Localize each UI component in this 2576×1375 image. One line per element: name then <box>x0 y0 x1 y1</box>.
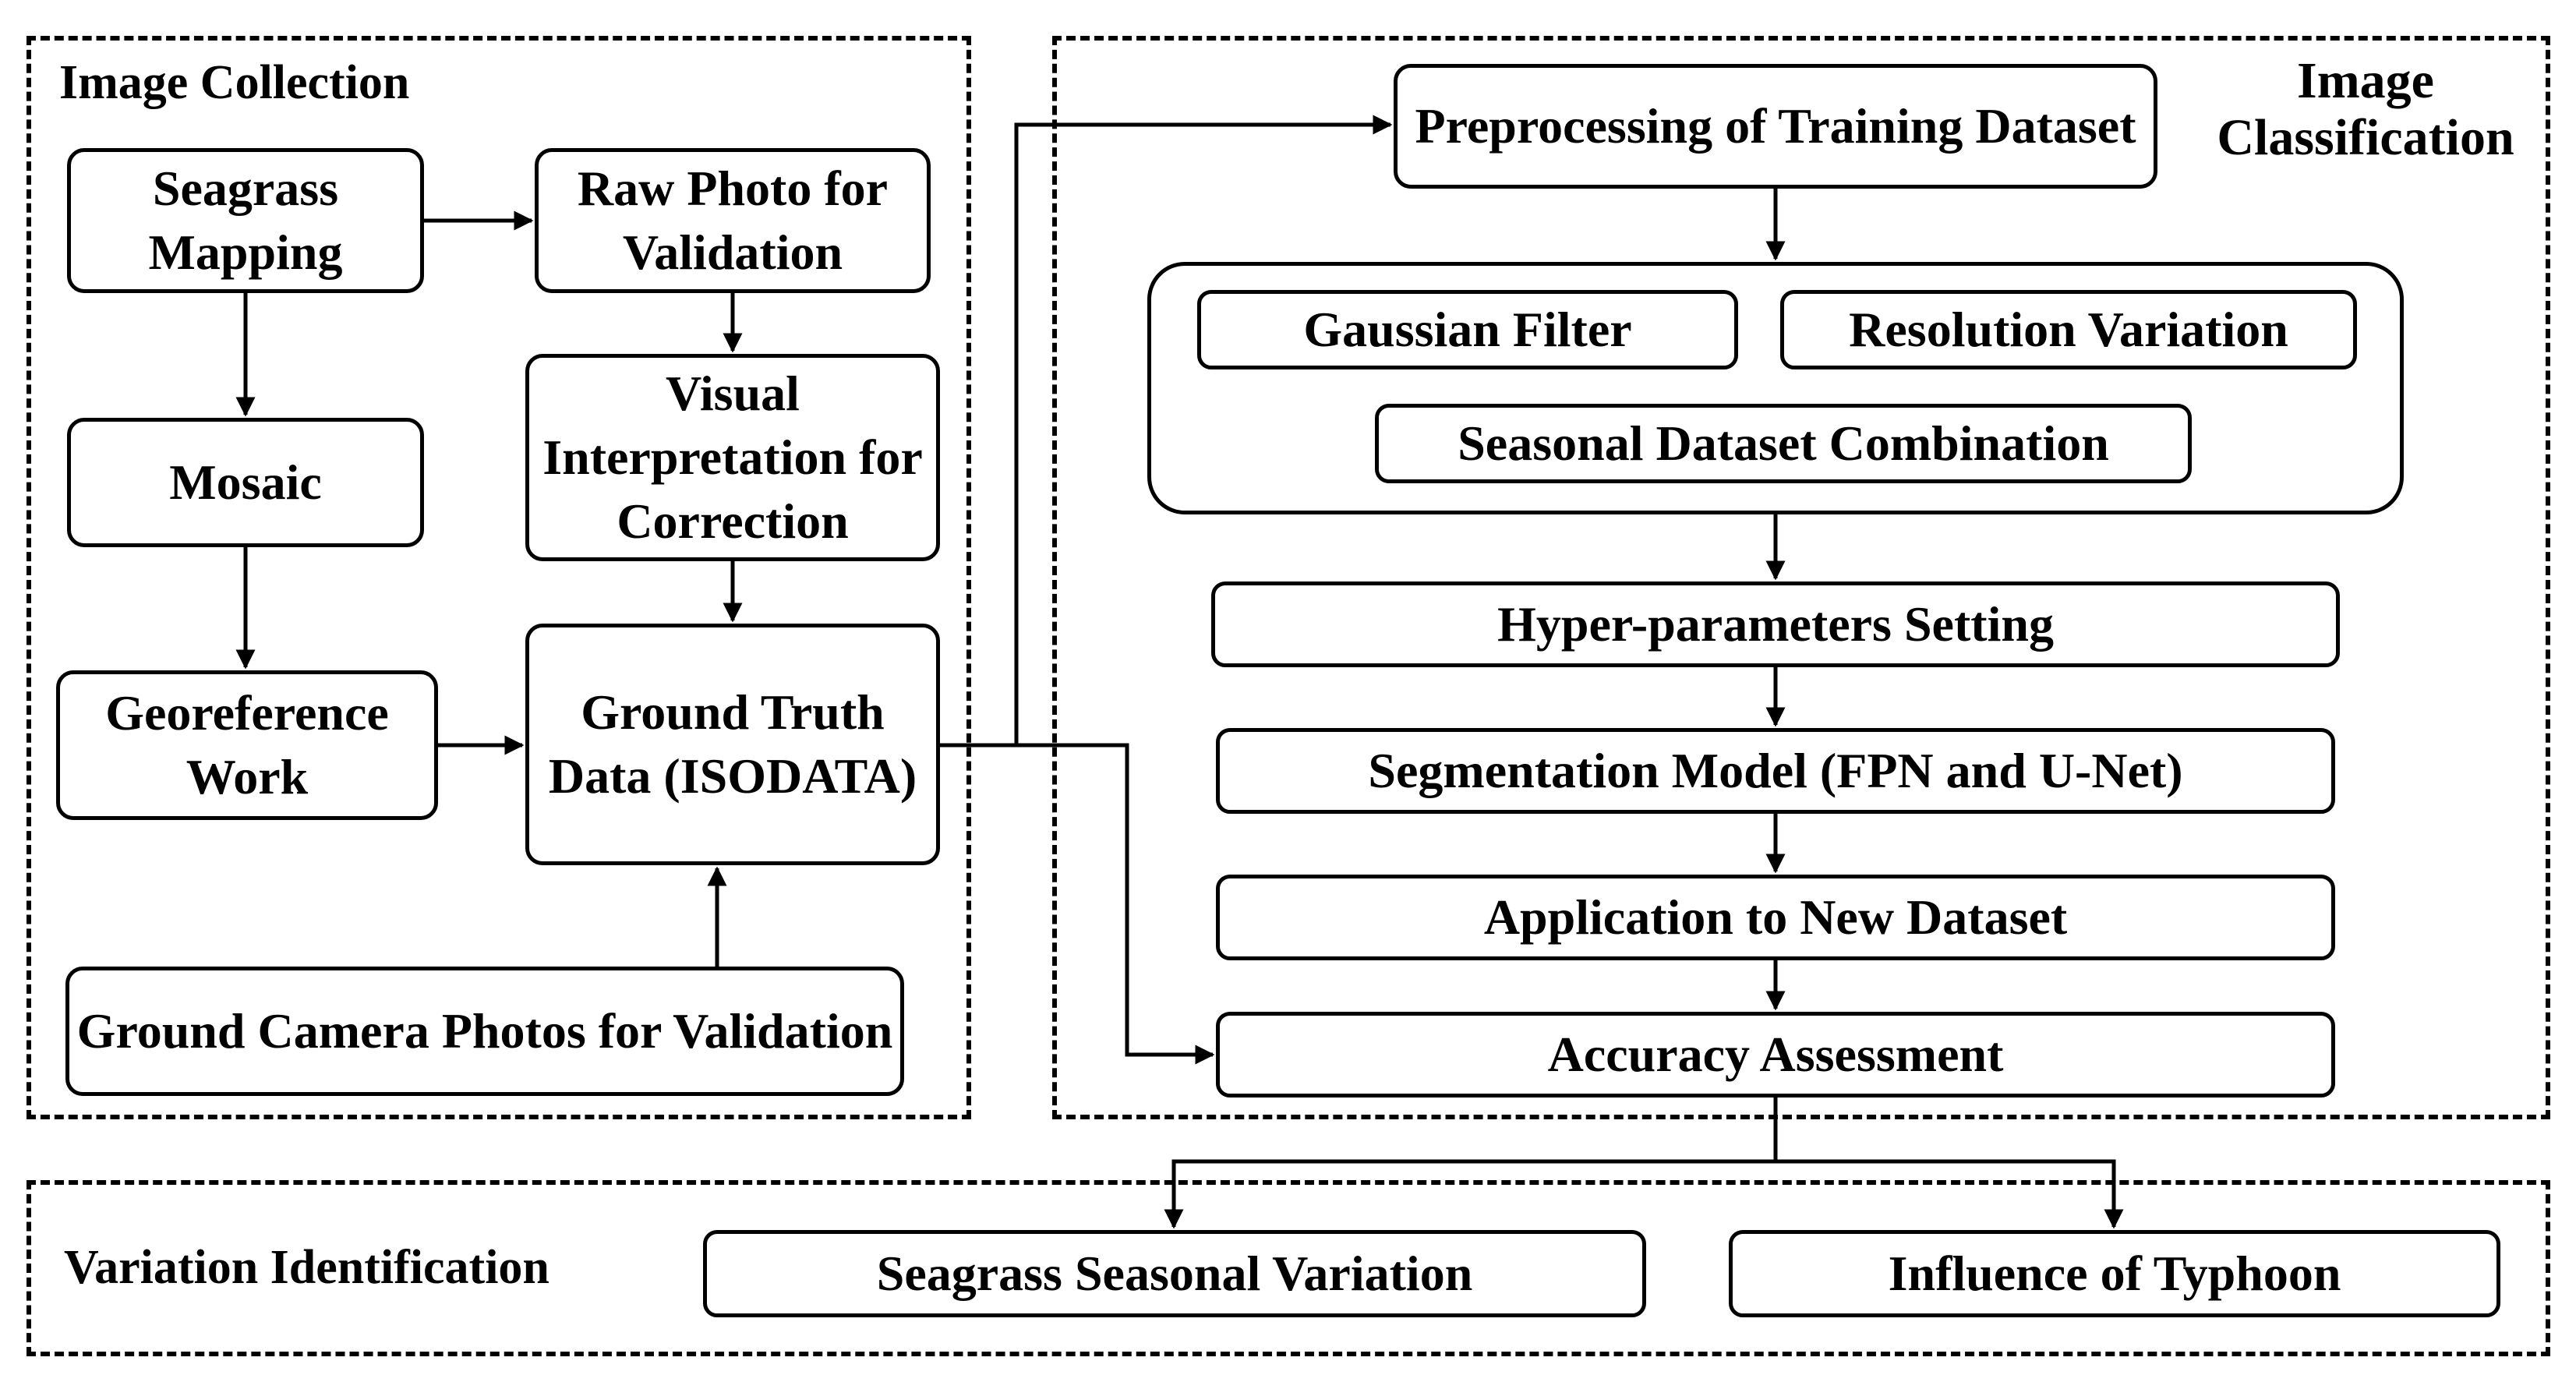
node-preprocessing: Preprocessing of Training Dataset <box>1394 64 2157 189</box>
node-ground-truth: Ground Truth Data (ISODATA) <box>525 624 940 865</box>
node-georeference: Georeference Work <box>56 670 438 820</box>
arrow-groundtruth-to-preprocessing <box>940 115 1393 748</box>
node-hyperparameters: Hyper-parameters Setting <box>1211 581 2340 667</box>
group-label-image-classification-line2: Classification <box>2217 108 2514 166</box>
group-image-collection <box>27 36 971 1119</box>
group-label-image-classification-line1: Image <box>2297 52 2434 109</box>
group-variation-identification <box>27 1180 2550 1356</box>
group-label-variation-identification: Variation Identification <box>64 1241 549 1294</box>
arrow-accuracy-to-seasonal <box>1164 1159 1776 1229</box>
node-seasonal-variation: Seagrass Seasonal Variation <box>703 1230 1646 1317</box>
node-ground-camera: Ground Camera Photos for Validation <box>65 967 904 1096</box>
node-seagrass-mapping: Seagrass Mapping <box>67 148 424 293</box>
node-raw-photo: Raw Photo for Validation <box>535 148 931 293</box>
node-mosaic: Mosaic <box>67 418 424 547</box>
group-image-classification <box>1052 36 2550 1119</box>
group-label-image-collection: Image Collection <box>59 56 410 109</box>
node-application: Application to New Dataset <box>1216 875 2335 960</box>
node-accuracy: Accuracy Assessment <box>1216 1012 2335 1098</box>
node-typhoon: Influence of Typhoon <box>1729 1230 2500 1317</box>
node-gaussian-filter: Gaussian Filter <box>1197 290 1738 369</box>
arrow-accuracy-to-typhoon <box>1776 1159 2124 1229</box>
node-visual-interpretation: Visual Interpretation for Correction <box>525 354 940 561</box>
node-resolution-variation: Resolution Variation <box>1780 290 2357 369</box>
arrow-groundtruth-to-accuracy <box>940 743 1215 1065</box>
group-label-image-classification: Image Classification <box>2198 52 2533 166</box>
node-seasonal-combination: Seasonal Dataset Combination <box>1375 404 2192 483</box>
node-segmentation-model: Segmentation Model (FPN and U-Net) <box>1216 728 2335 814</box>
